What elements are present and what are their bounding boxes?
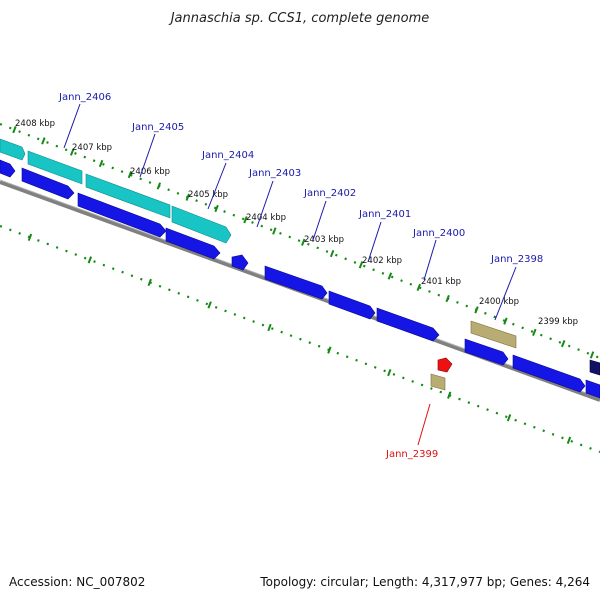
outer-tick-8 bbox=[243, 216, 248, 224]
rna-gene-partial[interactable] bbox=[0, 138, 26, 161]
gene-block-jann-2398-fwd[interactable] bbox=[464, 338, 509, 366]
outer-tick-9 bbox=[272, 227, 277, 235]
gene-block-jann-2403[interactable] bbox=[231, 254, 249, 271]
gene-block-partial-right[interactable] bbox=[585, 379, 600, 399]
forward-gene-track bbox=[0, 159, 600, 399]
outer-tick-20 bbox=[589, 351, 595, 359]
outer-major-ticks bbox=[12, 126, 595, 359]
inner-tick-1 bbox=[87, 256, 93, 264]
outer-tick-16 bbox=[474, 306, 479, 314]
kbp-labels: 2408 kbp 2407 kbp 2406 kbp 2405 kbp 2404… bbox=[15, 119, 578, 327]
outer-tick-0 bbox=[12, 126, 17, 134]
gene-block-dark-right[interactable] bbox=[589, 359, 600, 376]
kbp-label-2406: 2406 kbp bbox=[130, 167, 170, 177]
rna-gene-jann-2406[interactable] bbox=[27, 150, 83, 185]
outer-tick-17 bbox=[503, 317, 508, 325]
gene-block-jann-2400[interactable] bbox=[376, 307, 440, 342]
kbp-label-2408: 2408 kbp bbox=[15, 119, 55, 129]
outer-tick-7 bbox=[214, 204, 219, 213]
kbp-label-2401: 2401 kbp bbox=[421, 277, 461, 287]
inner-tick-2 bbox=[147, 278, 152, 287]
outer-tick-10 bbox=[301, 238, 306, 246]
rna-gene-jann-2404[interactable] bbox=[171, 205, 232, 244]
outer-tick-12 bbox=[358, 261, 364, 269]
rna-gene-jann-2405[interactable] bbox=[85, 173, 171, 219]
map-title: Jannaschia sp. CCS1, complete genome bbox=[168, 11, 430, 26]
gene-label-jann-2399[interactable]: Jann_2399 bbox=[385, 449, 438, 460]
gene-block-jann-2398[interactable] bbox=[470, 320, 517, 349]
genome-summary-text: Topology: circular; Length: 4,317,977 bp… bbox=[259, 575, 590, 589]
accession-text: Accession: NC_007802 bbox=[9, 575, 145, 589]
label-leaders bbox=[63, 103, 517, 446]
outer-tick-1 bbox=[41, 137, 46, 145]
inner-tick-9 bbox=[566, 436, 572, 444]
gene-block-jann-2405[interactable] bbox=[77, 192, 167, 238]
gene-label-jann-2401[interactable]: Jann_2401 bbox=[358, 209, 411, 220]
outer-tick-6 bbox=[185, 193, 190, 201]
rna-gene-track bbox=[0, 138, 232, 244]
kbp-label-2405: 2405 kbp bbox=[188, 190, 228, 200]
outer-tick-4 bbox=[127, 171, 133, 179]
gene-block-jann-2402[interactable] bbox=[264, 265, 328, 300]
outer-tick-14 bbox=[416, 283, 422, 291]
outer-tick-3 bbox=[98, 159, 104, 168]
outer-tick-5 bbox=[156, 182, 162, 190]
outer-tick-11 bbox=[329, 249, 335, 258]
outer-tick-13 bbox=[387, 272, 393, 280]
gene-block-jann-2406[interactable] bbox=[21, 167, 75, 200]
kbp-label-2400: 2400 kbp bbox=[479, 297, 519, 307]
kbp-label-2402: 2402 kbp bbox=[362, 256, 402, 266]
inner-tick-0 bbox=[27, 233, 33, 241]
gene-block-jann-2401[interactable] bbox=[328, 290, 376, 320]
outer-tick-track bbox=[0, 122, 600, 360]
outer-tick-15 bbox=[445, 294, 450, 303]
gene-block-jann-2397[interactable] bbox=[512, 354, 586, 393]
kbp-label-2404: 2404 kbp bbox=[246, 213, 286, 223]
outer-tick-2 bbox=[69, 148, 75, 156]
inner-tick-7 bbox=[447, 391, 452, 399]
gene-label-jann-2400[interactable]: Jann_2400 bbox=[412, 228, 465, 239]
inner-major-ticks bbox=[27, 233, 572, 444]
kbp-label-2399: 2399 kbp bbox=[538, 317, 578, 327]
outer-tick-19 bbox=[560, 340, 566, 348]
gene-label-jann-2404[interactable]: Jann_2404 bbox=[201, 150, 254, 161]
inner-tick-track bbox=[0, 224, 600, 454]
kbp-label-2407: 2407 kbp bbox=[72, 143, 112, 153]
gene-label-jann-2406[interactable]: Jann_2406 bbox=[58, 92, 111, 103]
gene-label-jann-2402[interactable]: Jann_2402 bbox=[303, 188, 356, 199]
gene-block-partial[interactable] bbox=[0, 159, 16, 178]
outer-tick-18 bbox=[532, 328, 537, 336]
gene-labels: Jann_2406 Jann_2405 Jann_2404 Jann_2403 … bbox=[58, 92, 543, 460]
gene-block-jann-2399-pseudo[interactable] bbox=[430, 373, 446, 391]
kbp-label-2403: 2403 kbp bbox=[304, 235, 344, 245]
inner-tick-8 bbox=[506, 414, 512, 422]
inner-tick-5 bbox=[327, 346, 332, 354]
gene-label-jann-2398[interactable]: Jann_2398 bbox=[490, 254, 543, 265]
gene-block-jann-2399-red[interactable] bbox=[437, 357, 453, 373]
gene-block-jann-2404[interactable] bbox=[165, 227, 221, 260]
gene-label-jann-2405[interactable]: Jann_2405 bbox=[131, 122, 184, 133]
inner-tick-3 bbox=[207, 301, 212, 309]
inner-tick-4 bbox=[267, 323, 272, 332]
inner-tick-6 bbox=[387, 369, 392, 377]
gene-label-jann-2403[interactable]: Jann_2403 bbox=[248, 168, 301, 179]
